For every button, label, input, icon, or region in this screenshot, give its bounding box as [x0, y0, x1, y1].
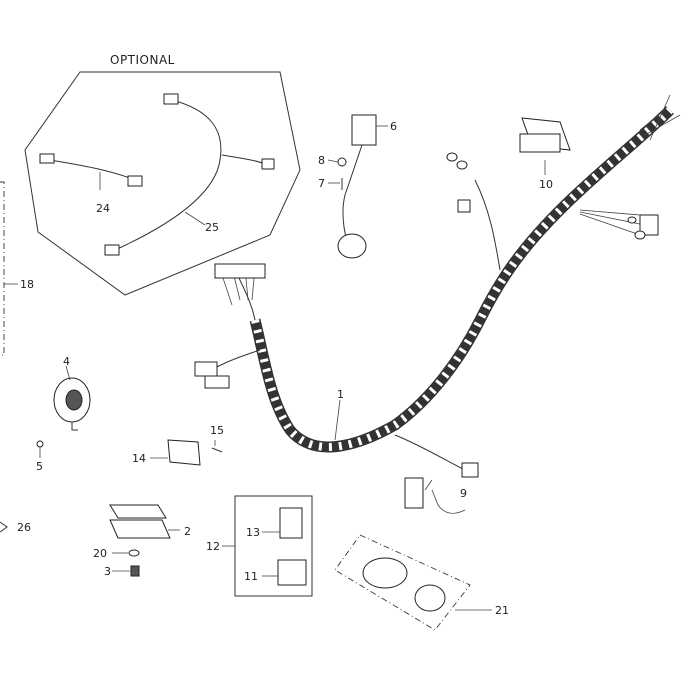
- part-7-8: [327, 157, 347, 190]
- part-2: [109, 504, 180, 539]
- part-4-horn: [53, 365, 91, 431]
- optional-label: OPTIONAL: [110, 53, 175, 67]
- callout-6: 6: [390, 120, 397, 133]
- callout-24: 24: [96, 202, 110, 215]
- part-13: [279, 507, 303, 539]
- callout-10: 10: [539, 178, 553, 191]
- main-harness-1: [194, 94, 681, 514]
- callout-4: 4: [63, 355, 70, 368]
- group-12: [222, 495, 313, 597]
- part-15: [211, 440, 223, 453]
- callout-1: 1: [337, 388, 344, 401]
- harness-25: [104, 93, 275, 256]
- callout-13: 13: [246, 526, 260, 539]
- part-11: [277, 559, 307, 586]
- callout-labels: 1 2 3 4 5 6 7 8 9 10 11 12 13 14 15 18 2…: [17, 120, 553, 617]
- callout-18: 18: [20, 278, 34, 291]
- part-6: [337, 114, 388, 259]
- callout-8: 8: [318, 154, 325, 167]
- bracket-18: [0, 181, 18, 356]
- callout-14: 14: [132, 452, 146, 465]
- callout-5: 5: [36, 460, 43, 473]
- callout-3: 3: [104, 565, 111, 578]
- group-21: [334, 534, 492, 631]
- callout-7: 7: [318, 177, 325, 190]
- callout-21: 21: [495, 604, 509, 617]
- optional-group: OPTIONAL: [24, 53, 301, 296]
- part-10: [519, 117, 571, 175]
- callout-9: 9: [460, 487, 467, 500]
- callout-2: 2: [184, 525, 191, 538]
- callout-12: 12: [206, 540, 220, 553]
- callout-11: 11: [244, 570, 258, 583]
- callout-26: 26: [17, 521, 31, 534]
- part-3: [112, 565, 140, 577]
- arrow-26: [0, 521, 8, 533]
- callout-25: 25: [205, 221, 219, 234]
- callout-15: 15: [210, 424, 224, 437]
- part-5-bolt: [36, 440, 44, 458]
- optional-outline: [24, 71, 301, 296]
- part-21-b: [414, 584, 446, 612]
- part-20: [112, 549, 140, 557]
- part-21-a: [362, 557, 408, 589]
- part-14: [150, 439, 201, 466]
- harness-24: [39, 153, 143, 190]
- callout-20: 20: [93, 547, 107, 560]
